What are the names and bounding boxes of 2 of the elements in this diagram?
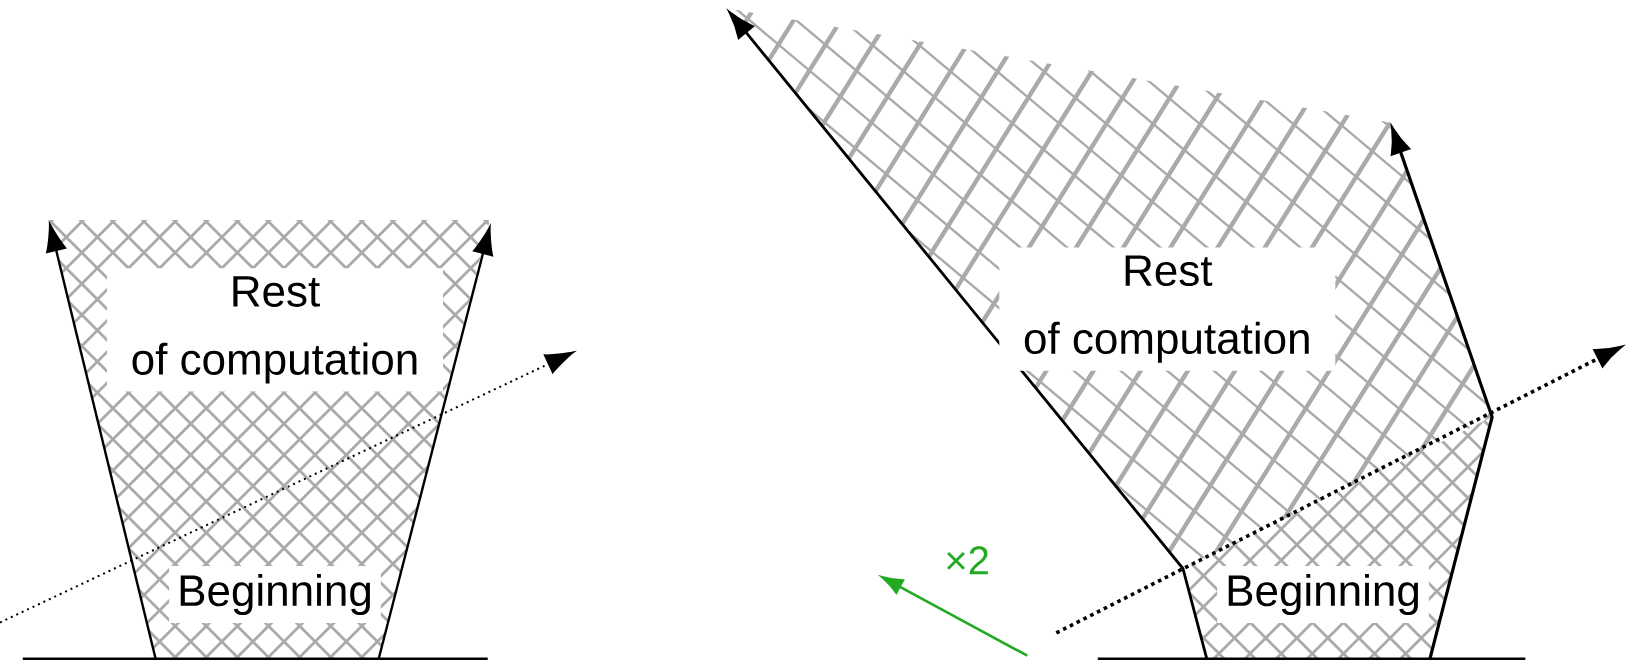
text-label: Beginning — [169, 566, 381, 623]
text-label: Rest of computation — [107, 268, 443, 392]
